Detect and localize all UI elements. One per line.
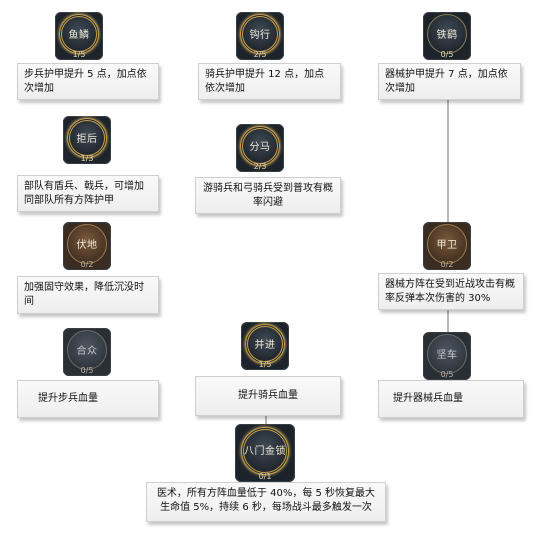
talent-level: 0/5 (440, 50, 454, 59)
talent-description: 器械护甲提升 7 点，加点依次增加 (378, 63, 521, 100)
talent-level: 0/2 (440, 260, 454, 269)
talent-icon (59, 14, 99, 54)
talent-description: 游骑兵和弓骑兵受到普攻有概率闪避 (195, 177, 341, 214)
talent-name: 铁鹞 (436, 30, 458, 41)
talent-level: 0/2 (80, 260, 94, 269)
talent-description: 提升器械兵血量 (378, 380, 524, 418)
talent-level: 1/3 (80, 154, 94, 163)
talent-name: 鱼鳞 (68, 30, 90, 41)
talent-icon (427, 224, 467, 264)
talent-icon (67, 118, 107, 158)
talent-description: 提升步兵血量 (17, 380, 159, 418)
talent-icon (427, 14, 467, 54)
talent-icon (67, 330, 107, 370)
talent-node-juhou[interactable]: 拒后 1/3 (63, 116, 111, 164)
talent-node-fenma[interactable]: 分马 2/3 (236, 124, 284, 172)
talent-description: 步兵护甲提升 5 点，加点依次增加 (17, 63, 159, 100)
talent-level: 1/5 (72, 50, 86, 59)
talent-icon (240, 14, 280, 54)
talent-description: 骑兵护甲提升 12 点，加点依次增加 (198, 63, 341, 100)
talent-icon (427, 334, 467, 374)
talent-description: 器械方阵在受到近战攻击有概率反弹本次伤害的 30% (378, 273, 524, 310)
talent-name: 八门金锁 (244, 446, 286, 457)
talent-description: 医术，所有方阵血量低于 40%，每 5 秒恢复最大生命值 5%，持续 6 秒，每… (146, 482, 386, 522)
talent-level: 1/5 (258, 360, 272, 369)
talent-level: 0/1 (258, 472, 272, 481)
talent-description: 提升骑兵血量 (195, 376, 341, 416)
talent-description: 加强固守效果，降低沉没时间 (17, 276, 159, 314)
talent-level: 0/5 (440, 370, 454, 379)
talent-name: 分马 (249, 142, 271, 153)
talent-level: 2/5 (253, 50, 267, 59)
talent-icon (67, 224, 107, 264)
talent-description: 部队有盾兵、戟兵，可增加同部队所有方阵护甲 (17, 175, 159, 212)
talent-name: 坚车 (436, 350, 458, 361)
connector-line (265, 416, 267, 424)
talent-name: 并进 (254, 340, 276, 351)
talent-node-yulin[interactable]: 鱼鳞 1/5 (55, 12, 103, 60)
talent-node-jianche[interactable]: 坚车 0/5 (423, 332, 471, 380)
talent-name: 甲卫 (436, 240, 458, 251)
talent-node-bingjin[interactable]: 并进 1/5 (241, 322, 289, 370)
talent-icon (245, 324, 285, 364)
talent-node-bamenjinsuo[interactable]: 八门金锁 0/1 (235, 424, 295, 482)
talent-node-jiawei[interactable]: 甲卫 0/2 (423, 222, 471, 270)
talent-name: 拒后 (76, 134, 98, 145)
talent-level: 0/5 (80, 366, 94, 375)
talent-level: 2/3 (253, 162, 267, 171)
connector-line (447, 310, 449, 332)
talent-node-fudi[interactable]: 伏地 0/2 (63, 222, 111, 270)
connector-line (447, 100, 449, 224)
talent-icon (241, 427, 289, 475)
talent-name: 合众 (76, 346, 98, 357)
talent-icon (240, 126, 280, 166)
talent-node-tieyao[interactable]: 铁鹞 0/5 (423, 12, 471, 60)
talent-name: 钩行 (249, 30, 271, 41)
talent-name: 伏地 (76, 240, 98, 251)
talent-node-hezhong[interactable]: 合众 0/5 (63, 328, 111, 376)
talent-node-gouxing[interactable]: 钩行 2/5 (236, 12, 284, 60)
